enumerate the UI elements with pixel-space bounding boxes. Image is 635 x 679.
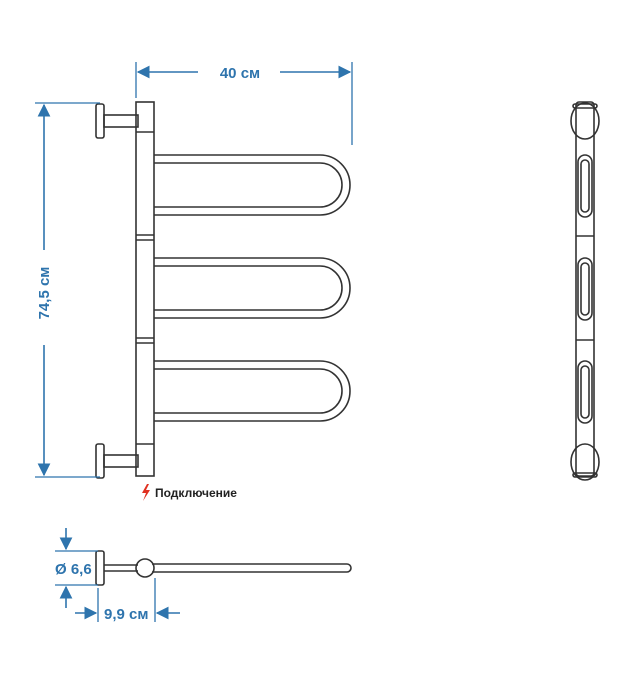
lightning-bolt-icon <box>142 484 150 501</box>
side-loop-3 <box>577 360 593 424</box>
side-loop-1 <box>577 154 593 218</box>
connection-note: Подключение <box>142 484 237 501</box>
side-top-bracket <box>570 102 600 140</box>
top-wall-bracket <box>95 103 139 139</box>
side-loop-2 <box>577 257 593 321</box>
bottom-wall-bracket <box>95 443 139 479</box>
top-view-hub <box>135 558 155 578</box>
top-view <box>95 550 352 586</box>
top-view-wall-plate <box>95 550 105 586</box>
loop-bar-3 <box>154 360 351 422</box>
loop-bar-1 <box>154 154 351 216</box>
front-view <box>95 101 351 479</box>
side-view <box>570 101 600 481</box>
connection-label: Подключение <box>155 486 237 500</box>
diameter-dimension: Ø 6,6 <box>55 528 98 608</box>
width-label: 40 см <box>220 65 260 82</box>
diameter-label: Ø 6,6 <box>55 561 92 578</box>
depth-dimension: 9,9 см <box>75 578 180 623</box>
loop-bar-2 <box>154 257 351 319</box>
vertical-collector <box>135 101 155 477</box>
width-dimension: 40 см <box>135 62 353 145</box>
side-bottom-bracket <box>570 443 600 481</box>
height-dimension: 74,5 см <box>35 102 100 478</box>
depth-label: 9,9 см <box>104 606 148 623</box>
top-view-bar <box>152 563 352 573</box>
height-label: 74,5 см <box>36 267 53 320</box>
side-collector <box>575 101 595 477</box>
